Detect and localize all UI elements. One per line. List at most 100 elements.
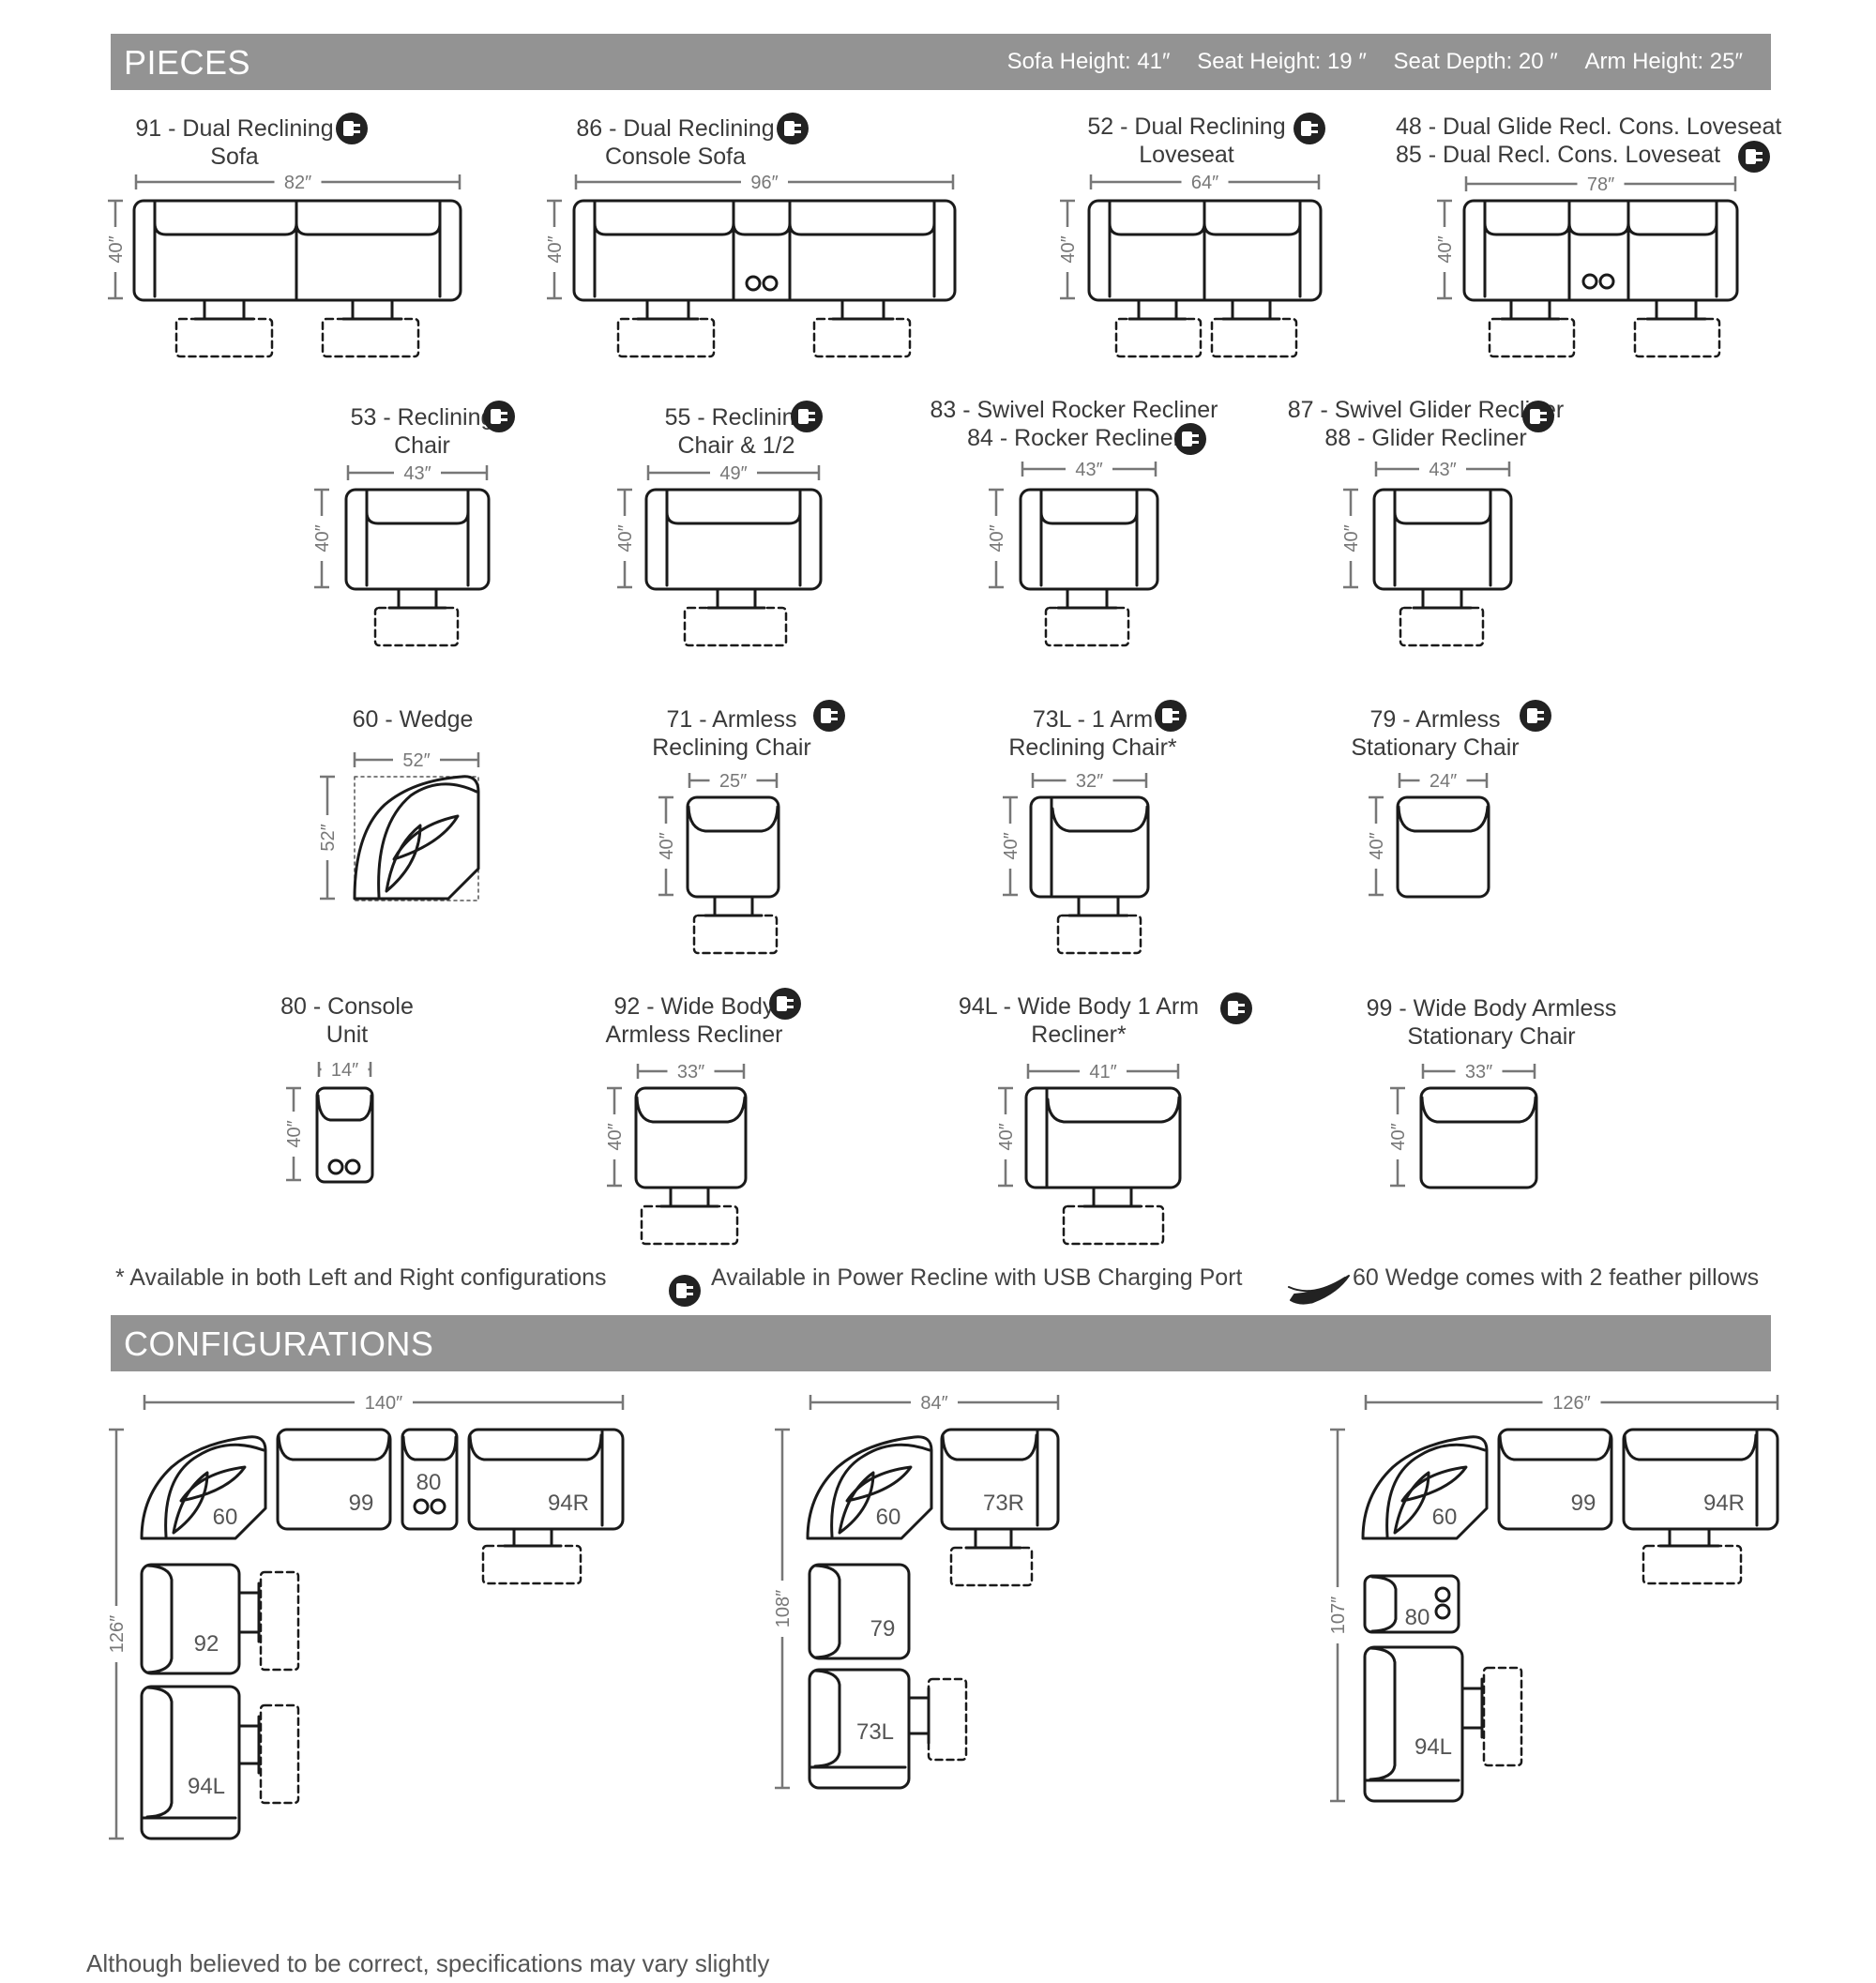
config2-label-79: 79 [870,1616,896,1642]
dim-79-width-label: 24″ [1430,771,1457,792]
chair-71-legs [704,895,764,917]
config1-console-80-cup-1 [413,1498,430,1515]
config1-piece-99-frame [276,1428,392,1531]
config1-wedge-60-pillow-2 [172,1471,209,1535]
legend-power-plug-icon [669,1275,701,1307]
loveseat-48-85-footrest-2 [1633,317,1721,358]
dim-73l-height-label: 40″ [1001,832,1021,859]
chair-92-legs [659,1186,719,1208]
config3-piece-99-back [1498,1433,1612,1461]
config2-label-73l: 73L [856,1719,894,1745]
chair-94l-back [1046,1096,1181,1124]
config1-label-99: 99 [349,1491,374,1516]
config3-piece-94l-back [1369,1646,1397,1781]
dim-94l-height-label: 40″ [996,1123,1017,1150]
sofa-86-cup-2 [762,275,779,292]
config1-wedge-60-pillow-1 [179,1465,247,1503]
pieces-title: PIECES [124,43,251,82]
config2-piece-79-back [813,1564,841,1659]
spec-seat-depth: Seat Depth: 20 ″ [1393,49,1558,74]
chair-99-back [1420,1096,1537,1124]
dim-73l-width-label: 32″ [1076,771,1103,792]
seat-back [153,203,298,236]
config2-wedge-60-frame [806,1435,933,1540]
sofa-86-legs-1 [636,298,700,321]
config3-wedge-60-pillow-1 [1400,1465,1468,1503]
config1-92-legs [238,1582,261,1643]
seat-back [1203,203,1302,236]
config3-console-80-cup-2 [1434,1603,1451,1620]
config1-console-80-cup-2 [430,1498,446,1515]
chair-71-footrest [692,914,779,955]
chair-83-84-footrest [1044,606,1130,647]
loveseat-48-85-footrest-1 [1488,317,1576,358]
config2-wedge-60-pillow-2 [838,1471,875,1535]
config1-label-92: 92 [194,1631,219,1657]
loveseat-48-85-cup-2 [1598,273,1615,290]
config1-94l-footrest [259,1703,300,1805]
config1-94r-legs [503,1527,563,1548]
configurations-title: CONFIGURATIONS [124,1325,434,1363]
chair-87-88-legs [1412,587,1473,610]
config3-dim-width-label: 126″ [1552,1393,1590,1414]
dim-92-height-label: 40″ [605,1123,626,1150]
config3-piece-94r-back [1623,1433,1758,1461]
sofa-86-footrest-2 [812,317,912,358]
loveseat-48-85-legs-1 [1500,298,1561,321]
dim-91-width-label: 82″ [284,173,311,193]
seat-back [593,203,735,236]
dim-83-height-label: 40″ [987,524,1007,552]
legend-power: Available in Power Recline with USB Char… [711,1264,1243,1291]
config1-piece-92-frame [140,1563,241,1675]
power-icon-53 [483,401,515,432]
seat-back [788,203,936,236]
chair-55-footrest [683,606,788,647]
config2-piece-73l-frame [808,1668,911,1790]
config3-dim-height-label: 107″ [1328,1597,1349,1634]
disclaimer: Although believed to be correct, specifi… [86,1949,770,1977]
config1-94l-legs [238,1715,261,1775]
pieces-header: PIECES Sofa Height: 41″ Seat Height: 19 … [111,34,1771,90]
config3-label-94r: 94R [1703,1491,1745,1516]
dim-48-width-label: 78″ [1587,174,1614,195]
chair-53-footrest [373,606,460,647]
spec-list: Sofa Height: 41″ Seat Height: 19 ″ Seat … [987,49,1743,75]
chair-71-back [687,805,779,833]
dim-87-height-label: 40″ [1341,524,1362,552]
config3-piece-94l-frame [1363,1645,1464,1803]
dim-92-width-label: 33″ [677,1062,704,1082]
wedge-60-back [377,782,478,899]
loveseat-52-footrest-1 [1114,317,1203,358]
dim-60-width-label: 52″ [402,750,430,771]
config3-piece-94r-frame [1622,1428,1779,1531]
chair-92-back [635,1096,747,1124]
config1-label-94l: 94L [188,1774,225,1799]
config3-label-60: 60 [1432,1505,1458,1530]
wedge-60-pillow-2 [385,824,422,893]
dim-86-width-label: 96″ [750,173,778,193]
config3-label-94l: 94L [1415,1734,1452,1760]
chair-71-frame [686,795,780,899]
seat-back [1108,203,1206,236]
config1-wedge-60-back [164,1443,265,1538]
seat-back [365,492,470,525]
config3-label-80: 80 [1405,1605,1430,1630]
dim-86-height-label: 40″ [545,235,566,263]
loveseat-52-legs-1 [1127,298,1188,321]
chair-73l-legs [1067,895,1129,917]
chair-92-frame [634,1086,748,1189]
config3-console-80-cup-1 [1434,1586,1451,1603]
chair-83-84-frame [1019,488,1159,591]
dim-71-width-label: 25″ [719,771,747,792]
spec-arm-height: Arm Height: 25″ [1584,49,1743,74]
dim-83-width-label: 43″ [1075,460,1102,480]
config3-label-99: 99 [1571,1491,1596,1516]
console-80-cup-2 [344,1158,361,1175]
